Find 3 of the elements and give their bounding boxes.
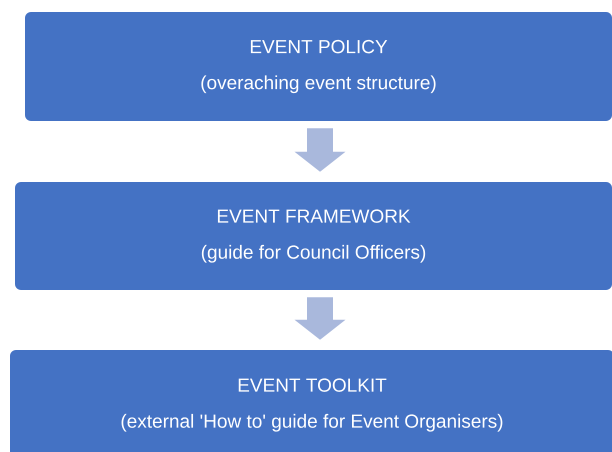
process-box: EVENT TOOLKIT (external 'How to' guide for Event Organisers) [10, 350, 612, 452]
process-box: EVENT FRAMEWORK (guide for Council Officers) [15, 182, 612, 290]
process-box: EVENT POLICY (overaching event structure) [25, 12, 612, 121]
